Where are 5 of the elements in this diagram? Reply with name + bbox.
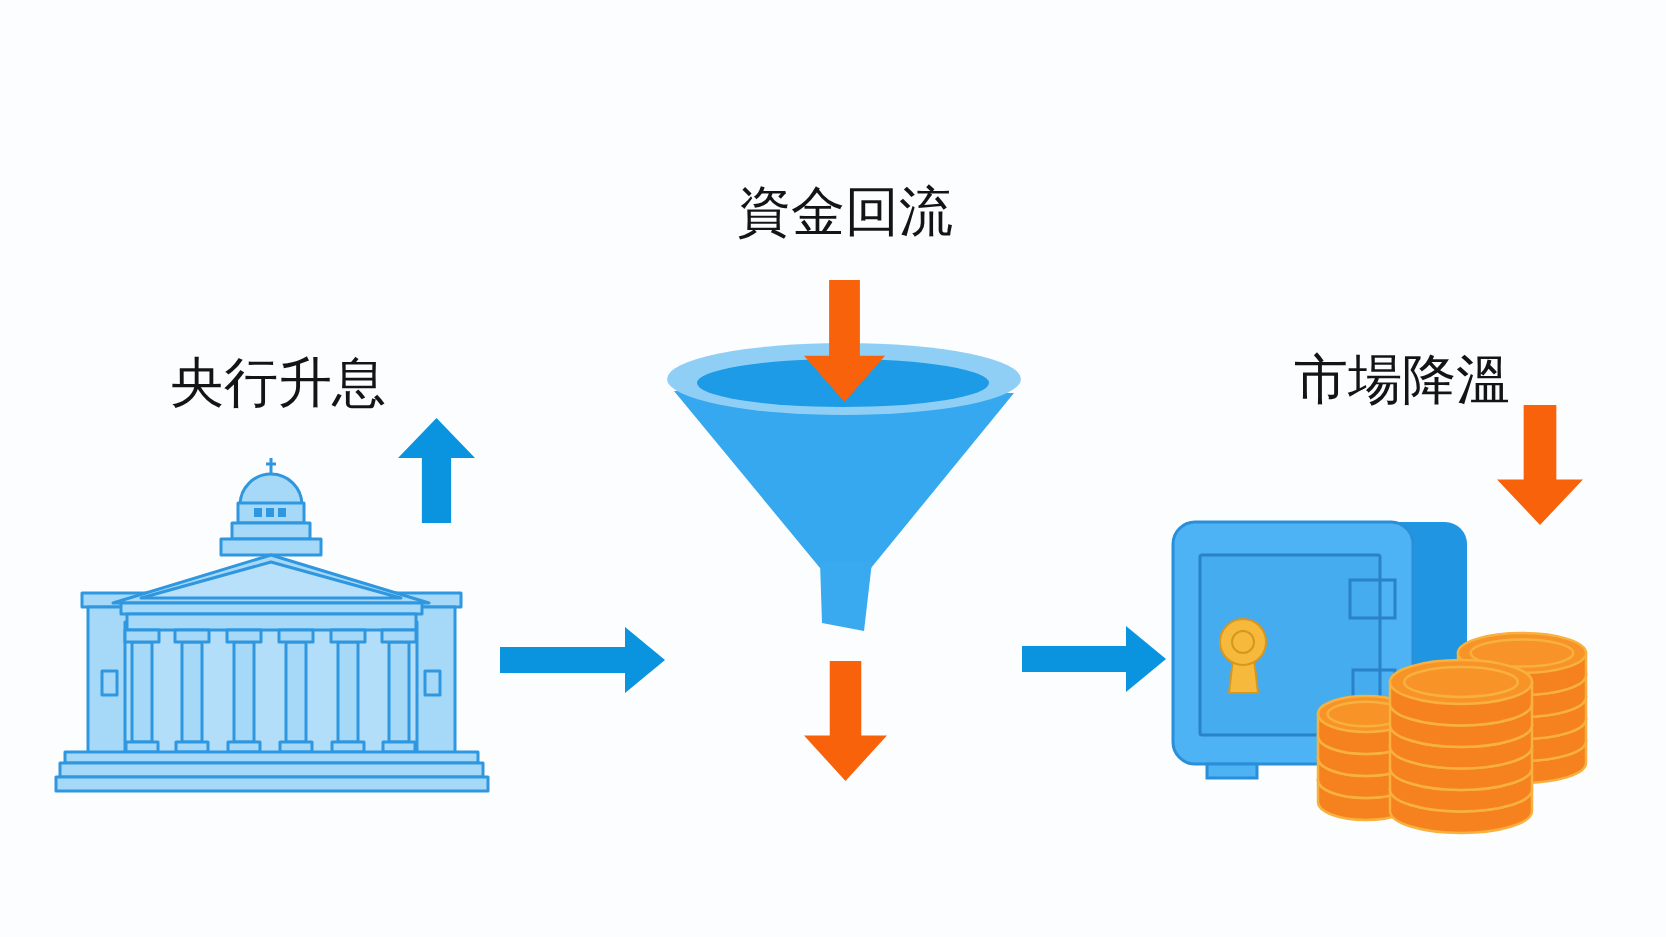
arrow xyxy=(1022,626,1166,692)
node-heading: 資金回流 xyxy=(737,182,953,242)
node-heading: 市場降溫 xyxy=(1294,350,1510,410)
arrow xyxy=(500,627,665,693)
node-heading: 央行升息 xyxy=(170,353,386,413)
